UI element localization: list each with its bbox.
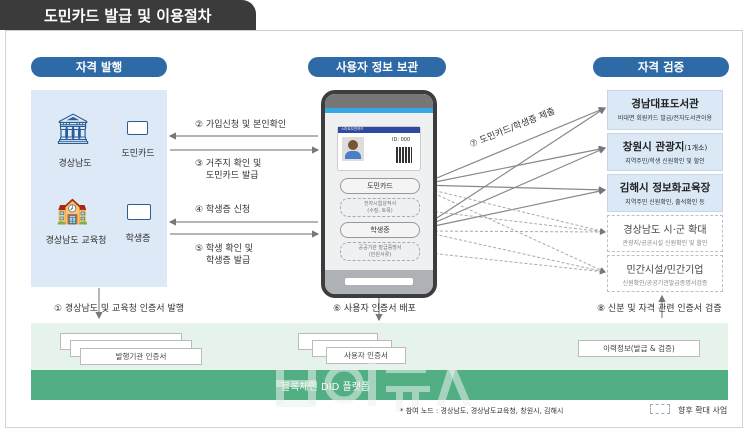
verifier-subtitle: 비대면 회원카드 발급/전자도서관이용: [617, 115, 713, 122]
step-2-label: ② 가입신청 및 본인확인: [195, 120, 287, 130]
item-subtitle: (수질, 토목): [367, 208, 393, 214]
future-title: 경상남도 시·군 확대: [623, 225, 707, 236]
step-5-label-2: 학생증 발급: [206, 256, 251, 266]
arrow-future: [419, 209, 606, 235]
legend-dashed-box: [650, 404, 670, 414]
phone-item-domin-card[interactable]: 도민카드: [340, 178, 420, 194]
digital-id-card: 스마트도민카드 ID: 000: [337, 126, 421, 171]
page-title: 도민카드 발급 및 이용절차: [0, 0, 256, 30]
legend-label: 향후 확대 사업: [678, 406, 728, 415]
user-certificate: 사용자 인증서: [326, 347, 406, 364]
step-6-label: ⑥ 사용자 인증서 배포: [333, 304, 416, 314]
arrow-step7: [419, 107, 607, 230]
step-3-label: ③ 거주지 확인 및: [195, 159, 262, 169]
verifier-subtitle: 지역주민 신원확인, 출석확인 등: [625, 199, 705, 206]
phone-item-student-id[interactable]: 학생증: [340, 222, 420, 238]
verifier-title-suffix: (1개소): [684, 144, 708, 152]
section-verify: 자격 검증: [593, 57, 729, 77]
school-icon: 🏫: [56, 196, 89, 226]
issuer-name: 경상남도: [58, 159, 92, 169]
did-platform-band: 블록체인 DID 플랫폼: [31, 370, 728, 400]
step-1-label: ① 경상남도 및 교육청 인증서 발행: [54, 304, 185, 314]
future-subtitle: 관광지/공공시설 신원확인 및 할인: [622, 240, 708, 247]
arrow-step7: [419, 145, 607, 186]
arrow-future: [419, 228, 606, 235]
card-header: 스마트도민카드: [338, 127, 420, 133]
verifier-title: 창원시 관광지: [622, 141, 685, 153]
issuer-name: 경상남도 교육청: [45, 236, 107, 246]
qr-code-icon: [396, 147, 412, 163]
arrow-future: [419, 251, 606, 275]
item-title: 공공기관 발급증명서: [358, 245, 402, 251]
arrow-step7: [419, 147, 607, 230]
history-record: 이력정보(발급 & 검증): [578, 340, 700, 357]
phone-item-test-report[interactable]: 전자시험성적서(수질, 토목): [340, 198, 420, 217]
step-3-label-2: 도민카드 발급: [206, 171, 259, 181]
section-issue: 자격 발행: [31, 57, 167, 77]
step-4-label: ④ 학생증 신청: [195, 205, 251, 215]
id-card-icon: [127, 121, 148, 135]
arrow-future: [419, 230, 606, 274]
item-subtitle: (민원서류): [368, 252, 392, 258]
student-card-icon: [127, 204, 151, 220]
issuer-certificate: 발행기관 인증서: [80, 348, 202, 365]
future-subtitle: 신원확인/공공기관발급증명서검증: [622, 280, 708, 287]
verifier-changwon: 창원시 관광지(1개소) 지역주민/학생 신원확인 및 할인: [607, 133, 723, 171]
credential-name: 학생증: [125, 234, 151, 244]
avatar: [342, 137, 364, 161]
verifier-title: 경남대표도서관: [631, 98, 699, 110]
arrow-step7: [419, 184, 607, 194]
smartphone: 스마트도민카드 ID: 000 도민카드 전자시험성적서(수질, 토목) 학생증…: [321, 90, 437, 298]
arrow-step7: [419, 106, 607, 186]
arrow-future: [419, 186, 606, 273]
future-title: 민간시설/민간기업: [626, 265, 704, 276]
phone-bottom-bar: [325, 270, 433, 294]
diagram-frame: [5, 30, 743, 428]
government-building-icon: 🏛: [54, 112, 93, 147]
arrow-future: [419, 186, 606, 234]
section-store: 사용자 정보 보관: [308, 57, 446, 77]
step-8-label: ⑧ 신분 및 자격 관련 인증서 검증: [597, 304, 722, 314]
phone-item-public-certificate[interactable]: 공공기관 발급증명서(민원서류): [340, 242, 420, 261]
card-id: ID: 000: [392, 137, 411, 143]
step-5-label: ⑤ 학생 확인 및: [195, 244, 254, 254]
credential-name: 도민카드: [121, 149, 155, 159]
verifier-title: 김해시 정보화교육장: [619, 182, 711, 194]
item-title: 전자시험성적서: [363, 201, 397, 207]
verifier-subtitle: 지역주민/학생 신원확인 및 할인: [625, 158, 705, 165]
footnote: * 참여 노드 : 경상남도, 경상남도교육청, 창원시, 김해시: [400, 407, 564, 415]
